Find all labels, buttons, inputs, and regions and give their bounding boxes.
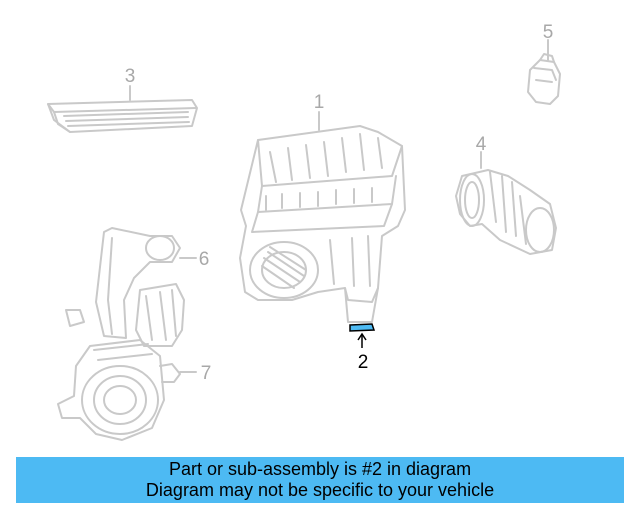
part-2-seal-highlighted[interactable] — [349, 323, 376, 348]
part-1-air-cleaner-housing[interactable] — [239, 125, 406, 323]
callout-5: 5 — [543, 22, 554, 43]
part-5-connector[interactable] — [527, 53, 561, 105]
callout-2: 2 — [358, 352, 369, 373]
callout-1: 1 — [314, 92, 325, 113]
banner-line-part-number: Part or sub-assembly is #2 in diagram — [168, 459, 472, 479]
part-6-resonator-duct[interactable] — [65, 227, 185, 347]
parts-diagram: 1 2 3 4 5 6 7 — [47, 22, 561, 441]
part-7-elbow-adapter[interactable] — [57, 339, 181, 441]
callout-4: 4 — [476, 134, 487, 155]
callout-3: 3 — [125, 66, 136, 87]
callout-6: 6 — [199, 249, 210, 270]
banner-line-disclaimer: Diagram may not be specific to your vehi… — [145, 480, 495, 500]
part-3-air-filter[interactable] — [47, 99, 198, 133]
info-banner: Part or sub-assembly is #2 in diagram Di… — [16, 457, 624, 503]
part-4-intake-hose[interactable] — [455, 169, 557, 255]
callout-7: 7 — [201, 363, 212, 384]
